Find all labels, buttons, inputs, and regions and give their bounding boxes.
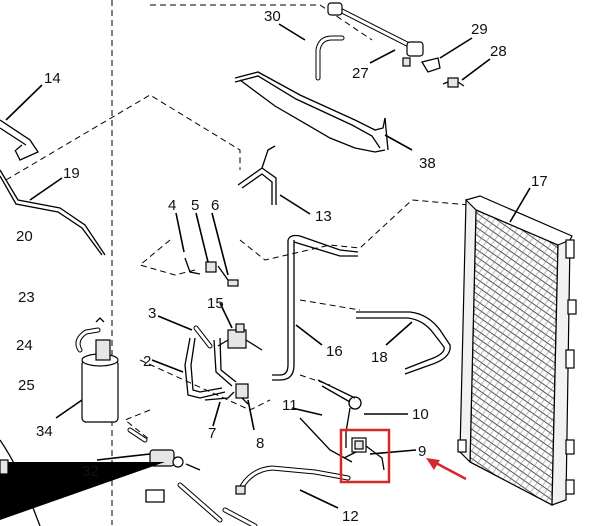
callout-38: 38 <box>419 155 436 172</box>
callout-29: 29 <box>471 21 488 38</box>
callout-7: 7 <box>208 425 216 442</box>
part-12-hose <box>235 465 351 495</box>
part-16-tube <box>272 234 359 381</box>
dashed-grouping-lines <box>5 0 471 525</box>
callout-9: 9 <box>418 443 426 460</box>
callout-18: 18 <box>371 349 388 366</box>
callout-6: 6 <box>211 197 219 214</box>
part-27-manifold <box>327 2 424 67</box>
callout-2: 2 <box>143 353 151 370</box>
callout-4: 4 <box>168 197 176 214</box>
callout-3: 3 <box>148 305 156 322</box>
callout-15: 15 <box>207 295 224 312</box>
part-30-hose <box>315 35 345 81</box>
callout-24: 24 <box>16 337 33 354</box>
callout-5: 5 <box>191 197 199 214</box>
part-7-8-fitting <box>204 383 249 405</box>
part-38-tube <box>234 71 389 153</box>
part-14-bracket <box>0 119 39 161</box>
part-17-condenser <box>457 195 577 507</box>
part-4-5-6-assembly <box>184 257 239 287</box>
part-15-valve <box>217 323 263 351</box>
callout-11: 11 <box>282 397 298 414</box>
callout-34: 34 <box>36 423 53 440</box>
callout-8: 8 <box>256 435 264 452</box>
leader-lines <box>5 23 531 509</box>
callout-27: 27 <box>352 65 369 82</box>
part-34-drier <box>75 317 119 423</box>
callout-10: 10 <box>412 406 429 423</box>
callout-23: 23 <box>18 289 35 306</box>
callout-30: 30 <box>264 8 281 25</box>
red-arrow <box>426 458 467 481</box>
part-9-fitting <box>343 437 385 471</box>
part-19-line <box>0 169 106 256</box>
callout-16: 16 <box>326 343 343 360</box>
callout-19: 19 <box>63 165 80 182</box>
highlight-box <box>339 428 391 484</box>
part-2-3-hose <box>184 325 237 399</box>
part-13-bracket <box>237 145 277 205</box>
part-29-clip <box>420 57 441 73</box>
callout-12: 12 <box>342 508 359 525</box>
part-28-fitting <box>442 77 465 88</box>
callout-25: 25 <box>18 377 35 394</box>
callout-20: 20 <box>16 228 33 245</box>
callout-32: 32 <box>82 463 99 480</box>
callout-13: 13 <box>315 208 332 225</box>
part-18-tube <box>356 311 451 375</box>
callout-labels: 30 29 28 27 14 38 19 13 17 20 4 5 6 23 1… <box>16 8 548 525</box>
callout-17: 17 <box>531 173 548 190</box>
callout-28: 28 <box>490 43 507 60</box>
lower-left-detail <box>0 439 258 526</box>
callout-14: 14 <box>44 70 61 87</box>
